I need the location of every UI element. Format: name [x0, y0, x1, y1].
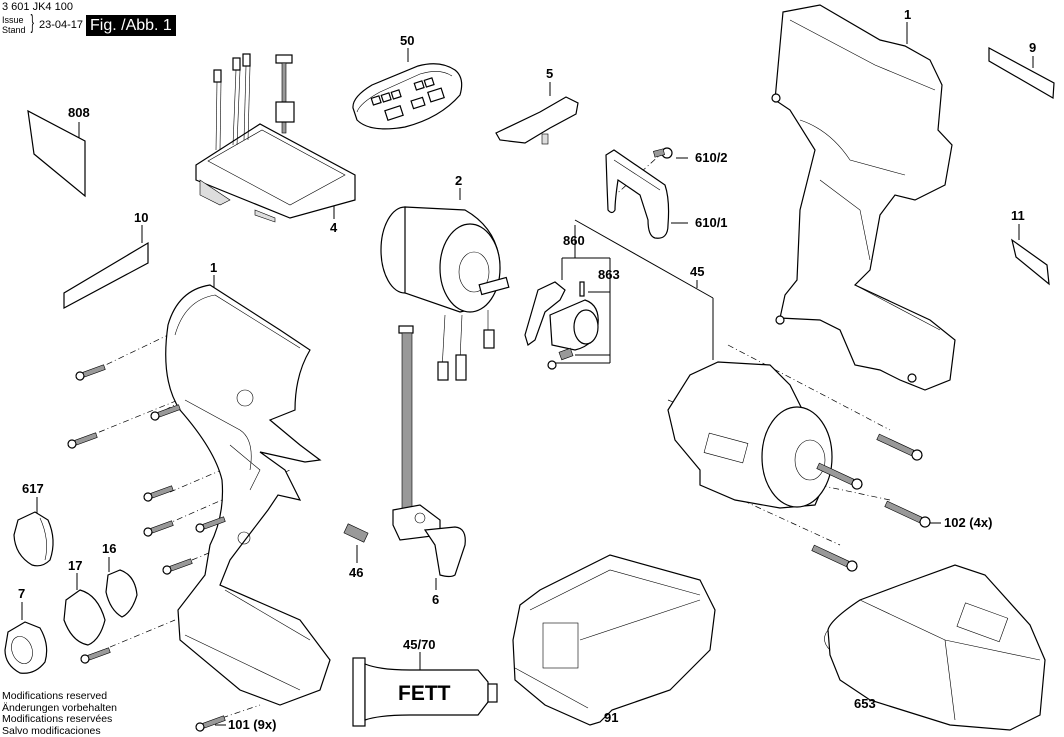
label-9-sticker	[988, 46, 1055, 100]
part-label-10: 10	[134, 210, 149, 225]
issue-date: 23-04-17	[39, 19, 84, 31]
figure-label: Fig. /Abb. 1	[86, 15, 176, 36]
battery-drawing	[512, 554, 716, 726]
part-label-653: 653	[854, 696, 876, 711]
motor-drawing	[380, 206, 510, 381]
part-label-610-2: 610/2	[695, 150, 728, 165]
part-label-4: 4	[330, 220, 338, 235]
part-label-101: 101 (9x)	[228, 717, 277, 732]
label-11-sticker	[1011, 238, 1050, 286]
part-label-2: 2	[455, 173, 463, 188]
part-label-17: 17	[68, 558, 83, 573]
grease-tube-label: FETT	[398, 682, 451, 705]
housing-right-drawing	[771, 4, 956, 391]
screws-101-drawing	[67, 364, 226, 732]
issue-label-de: Stand	[2, 25, 26, 35]
gear-housing-drawing	[667, 361, 833, 509]
electronics-module-drawing	[195, 53, 356, 223]
label-808-sticker	[27, 109, 86, 198]
trigger-switch-drawing	[392, 325, 466, 578]
part-label-1-right: 1	[904, 7, 912, 22]
part-label-7: 7	[18, 586, 26, 601]
part-label-617: 617	[22, 481, 44, 496]
part-label-610-1: 610/1	[695, 215, 728, 230]
part-label-45: 45	[690, 264, 705, 279]
part-label-11: 11	[1011, 208, 1025, 223]
grease-tube-drawing	[352, 657, 498, 727]
belt-clip-drawing	[605, 147, 673, 239]
part-label-16: 16	[102, 541, 117, 556]
part-label-45-70: 45/70	[403, 637, 436, 652]
document-number: 3 601 JK4 100	[2, 1, 73, 13]
notice-en: Modifications reserved	[2, 690, 108, 702]
part-label-863: 863	[598, 267, 620, 282]
part-label-9: 9	[1029, 40, 1037, 55]
housing-left-drawing	[165, 284, 331, 706]
notice-es: Salvo modificaciones	[2, 724, 101, 737]
part-label-5: 5	[546, 66, 554, 81]
brace: }	[30, 12, 35, 34]
remote-panel-drawing	[352, 63, 463, 130]
modifications-notice: Modifications reserved Änderungen vorbeh…	[2, 690, 118, 737]
issue-label-en: Issue	[2, 15, 24, 25]
notice-de: Änderungen vorbehalten	[2, 701, 118, 714]
label-10-sticker	[63, 241, 149, 310]
spring-drawing	[343, 523, 369, 543]
slide-switch-drawing	[495, 96, 579, 145]
charger-drawing	[824, 564, 1046, 731]
issue-label: Issue Stand	[2, 15, 26, 35]
caps-drawing	[4, 511, 138, 674]
part-label-46: 46	[349, 565, 364, 580]
notice-fr: Modifications reservées	[2, 713, 113, 725]
part-label-1-left: 1	[210, 260, 218, 275]
tool-holder-drawing	[524, 281, 599, 370]
part-label-860: 860	[563, 233, 585, 248]
part-label-6: 6	[432, 592, 440, 607]
screws-102-drawing	[811, 433, 931, 572]
part-label-102: 102 (4x)	[944, 515, 993, 530]
part-label-91: 91	[604, 710, 619, 725]
part-label-50: 50	[400, 33, 415, 48]
part-label-808: 808	[68, 105, 90, 120]
